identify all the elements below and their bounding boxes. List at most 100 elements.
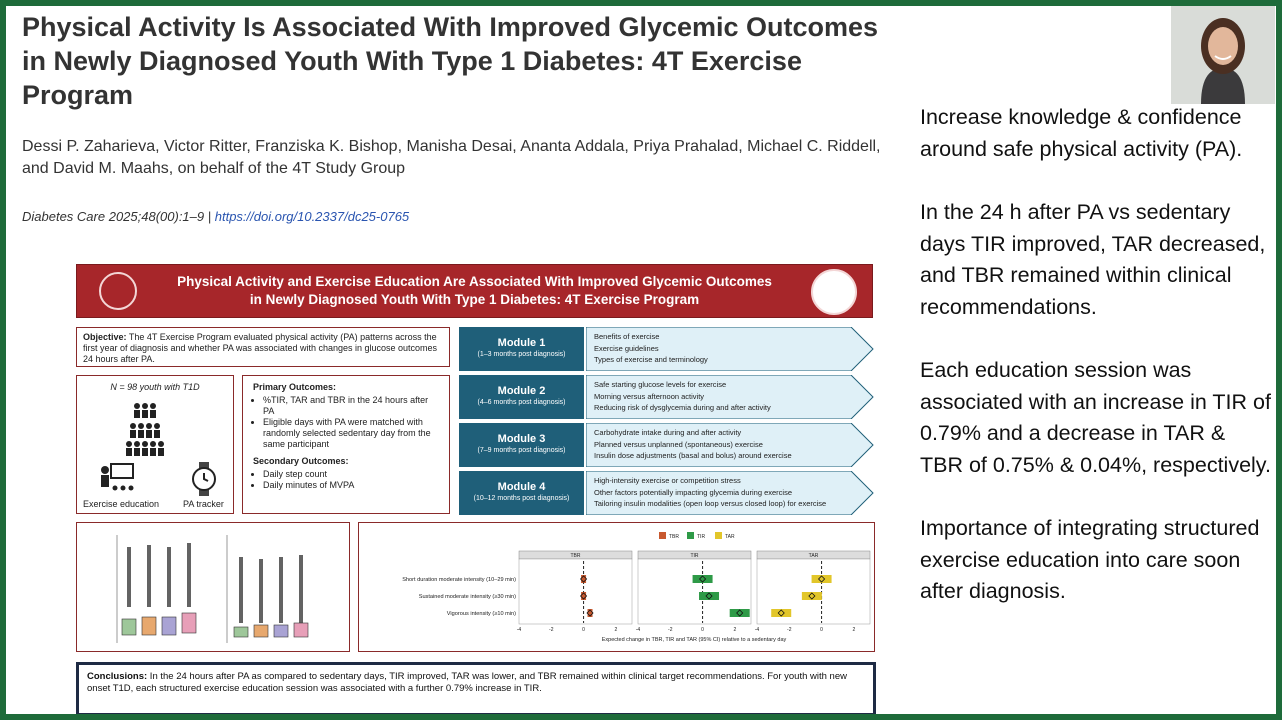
module-topic: High-intensity exercise or competition s… <box>594 476 741 485</box>
x-tick-label: 2 <box>614 627 617 633</box>
cohort-box: N = 98 youth with T1D <box>76 375 234 514</box>
youth-group-icon <box>126 403 164 456</box>
abstract-banner: Physical Activity and Exercise Education… <box>76 264 873 318</box>
presenter-photo <box>1171 6 1275 104</box>
panel-title: TAR <box>809 553 819 559</box>
module-topic: Safe starting glucose levels for exercis… <box>594 380 727 389</box>
ci-bar <box>581 592 587 600</box>
estimate-point <box>818 575 826 583</box>
pa-tracker-label: PA tracker <box>183 499 224 509</box>
secondary-outcomes-label: Secondary Outcomes: <box>253 456 349 466</box>
graphical-abstract: Physical Activity and Exercise Education… <box>76 264 876 714</box>
module-topic: Insulin dose adjustments (basal and bolu… <box>594 451 792 460</box>
outcomes-box: Primary Outcomes: %TIR, TAR and TBR in t… <box>242 375 450 514</box>
module-2: Module 2 (4–6 months post diagnosis) <box>459 375 584 419</box>
runner-icon <box>99 272 137 310</box>
legend-label: TIR <box>697 534 705 540</box>
x-tick-label: 0 <box>820 627 823 633</box>
secondary-outcome-item: Daily minutes of MVPA <box>263 480 439 491</box>
module-1-topics: Benefits of exercise Exercise guidelines… <box>586 327 874 371</box>
banner-line-1: Physical Activity and Exercise Education… <box>177 274 772 289</box>
forest-plot: TBR TIR TAR Short duration moderate intensi… <box>402 532 871 643</box>
paper-title: Physical Activity Is Associated With Imp… <box>22 12 879 110</box>
arrow-shape <box>586 375 874 419</box>
module-4-topics: High-intensity exercise or competition s… <box>586 471 874 515</box>
x-tick-label: -4 <box>517 627 522 633</box>
ci-bar <box>699 592 720 600</box>
x-tick-label: 2 <box>733 627 736 633</box>
module-3-topics: Carbohydrate intake during and after act… <box>586 423 874 467</box>
module-4: Module 4 (10–12 months post diagnosis) <box>459 471 584 515</box>
conclusion-text: In the 24 hours after PA as compared to … <box>87 671 847 694</box>
x-tick-label: -2 <box>787 627 792 633</box>
note-paragraph: Increase knowledge & confidence around s… <box>920 105 1243 161</box>
doi-link[interactable]: https://doi.org/10.2337/dc25-0765 <box>214 209 410 224</box>
module-timing: (7–9 months post diagnosis) <box>477 447 566 454</box>
watch-icon <box>192 462 216 496</box>
x-tick-label: -2 <box>668 627 673 633</box>
x-tick-label: 0 <box>701 627 704 633</box>
x-tick-label: -2 <box>549 627 554 633</box>
ci-bar <box>729 609 750 617</box>
note-paragraph: Each education session was associated wi… <box>920 358 1271 477</box>
estimate-point <box>705 592 713 600</box>
ci-bar <box>811 575 832 583</box>
module-topic: Planned versus unplanned (spontaneous) e… <box>594 439 763 449</box>
panel-title: TBR <box>571 553 581 559</box>
module-title: Module 2 <box>497 385 546 397</box>
slide: Physical Activity Is Associated With Imp… <box>6 6 1276 714</box>
estimate-point <box>580 592 588 600</box>
classroom-icon <box>101 463 134 491</box>
ci-bar <box>801 592 822 600</box>
conclusion-box: Conclusions: In the 24 hours after PA as… <box>76 662 876 714</box>
arrow-shape <box>586 471 874 515</box>
module-topic: Other factors potentially impacting glyc… <box>594 487 793 497</box>
secondary-outcome-item: Daily step count <box>263 469 439 480</box>
ci-bar <box>581 575 587 583</box>
forest-row-label: Sustained moderate intensity (≥30 min) <box>419 594 516 600</box>
citation-journal: Diabetes Care 2025;48(00):1–9 | <box>22 209 215 224</box>
module-title: Module 1 <box>497 337 546 349</box>
legend-swatch <box>687 532 694 539</box>
legend-label: TBR <box>669 534 679 540</box>
estimate-point <box>808 592 816 600</box>
legend-swatch <box>659 532 666 539</box>
estimate-point <box>777 609 785 617</box>
module-3: Module 3 (7–9 months post diagnosis) <box>459 423 584 467</box>
banner-line-2: in Newly Diagnosed Youth With Type 1 Dia… <box>249 292 700 307</box>
cohort-label: N = 98 youth with T1D <box>110 382 200 392</box>
slide-notes: Increase knowledge & confidence around s… <box>920 102 1272 640</box>
primary-outcome-item: Eligible days with PA were matched with … <box>263 417 439 450</box>
module-timing: (10–12 months post diagnosis) <box>473 495 570 502</box>
estimate-point <box>586 609 594 617</box>
x-tick-label: -4 <box>636 627 641 633</box>
x-tick-label: -4 <box>755 627 760 633</box>
panel-title: TIR <box>690 553 698 559</box>
module-2-topics: Safe starting glucose levels for exercis… <box>586 375 874 419</box>
presenter-video <box>1171 6 1275 104</box>
panel-frame <box>518 558 633 625</box>
module-timing: (1–3 months post diagnosis) <box>477 351 566 358</box>
forest-row-label: Short duration moderate intensity (10–29… <box>402 577 516 583</box>
legend-swatch <box>715 532 722 539</box>
note-paragraph: Importance of integrating structured exe… <box>920 516 1260 603</box>
arrow-shape <box>586 423 874 467</box>
ci-bar <box>771 609 792 617</box>
paper-citation: Diabetes Care 2025;48(00):1–9 | https://… <box>22 209 409 224</box>
module-topic: Exercise guidelines <box>594 343 659 353</box>
x-axis-label: Expected change in TBR, TIR and TAR (95%… <box>602 637 787 643</box>
ci-bar <box>692 575 713 583</box>
objective-text: The 4T Exercise Program evaluated physic… <box>83 332 438 364</box>
legend-label: TAR <box>725 534 735 540</box>
module-topic: Reducing risk of dysglycemia during and … <box>594 403 771 412</box>
estimate-point <box>736 609 744 617</box>
module-topic: Carbohydrate intake during and after act… <box>594 428 742 437</box>
ci-bar <box>587 609 593 617</box>
boxplot-figure <box>116 535 309 643</box>
module-topic: Tailoring insulin modalities (open loop … <box>594 499 827 508</box>
conclusion-label: Conclusions: <box>87 671 148 682</box>
boxplot-panel <box>76 522 350 652</box>
note-paragraph: In the 24 h after PA vs sedentary days T… <box>920 200 1266 319</box>
primary-outcome-item: %TIR, TAR and TBR in the 24 hours after … <box>263 395 439 417</box>
paper-authors: Dessi P. Zaharieva, Victor Ritter, Franz… <box>22 138 881 177</box>
